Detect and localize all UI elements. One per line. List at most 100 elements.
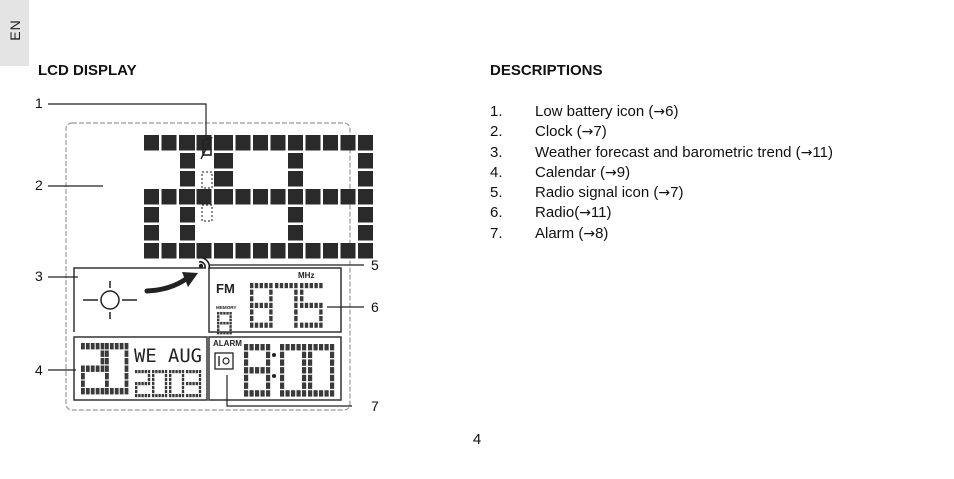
lcd-segment xyxy=(314,302,318,308)
lcd-digit xyxy=(169,370,185,398)
lcd-segment xyxy=(189,382,192,386)
lcd-segment xyxy=(155,394,158,398)
lcd-segment xyxy=(178,370,181,374)
lcd-segment xyxy=(152,390,155,394)
lcd-segment xyxy=(305,243,321,259)
description-number: 4. xyxy=(490,163,503,181)
lcd-segment xyxy=(229,328,232,332)
descriptions-list: 1.Low battery icon (→6)2.Clock (→7)3.Wea… xyxy=(490,102,833,244)
lcd-segment xyxy=(254,283,259,289)
lcd-segment xyxy=(229,321,232,325)
lcd-segment xyxy=(308,344,313,351)
lcd-segment xyxy=(294,316,298,322)
memory-label: MEMORY xyxy=(216,305,237,310)
lcd-segment xyxy=(294,296,298,302)
lcd-segment xyxy=(302,344,307,351)
low-battery-icon xyxy=(200,136,213,160)
lcd-segment xyxy=(264,322,268,328)
lcd-segment xyxy=(223,321,226,325)
lcd-segment xyxy=(109,343,114,350)
lcd-segment xyxy=(300,296,304,302)
lcd-digit xyxy=(280,344,307,397)
lcd-segment xyxy=(180,225,195,241)
lcd-segment xyxy=(85,343,90,350)
page-reference-arrow-icon: → xyxy=(653,104,666,120)
lcd-segment xyxy=(195,394,198,398)
clock-colon-lower xyxy=(201,204,213,222)
lcd-segment xyxy=(269,322,273,328)
lcd-segment xyxy=(192,394,195,398)
alarm-colon-lower xyxy=(272,374,276,378)
lcd-segment xyxy=(284,283,288,289)
lcd-segment xyxy=(319,322,323,328)
lcd-segment xyxy=(144,135,159,151)
lcd-segment xyxy=(124,350,129,357)
lcd-segment xyxy=(218,135,233,151)
lcd-segment xyxy=(288,225,303,241)
lcd-digit xyxy=(81,343,105,395)
lcd-segment xyxy=(144,243,159,259)
lcd-segment xyxy=(280,359,285,366)
lcd-segment xyxy=(323,243,338,259)
lcd-segment xyxy=(186,394,189,398)
lcd-segment xyxy=(196,243,212,259)
lcd-segment xyxy=(195,382,198,386)
lcd-segment xyxy=(229,318,232,322)
lcd-segment xyxy=(105,350,109,357)
lcd-segment xyxy=(294,289,298,295)
page-number: 4 xyxy=(472,431,482,448)
description-page-reference: 7) xyxy=(670,184,684,202)
lcd-segment xyxy=(323,135,338,151)
lcd-segment xyxy=(358,135,373,151)
lcd-segment xyxy=(270,135,286,151)
lcd-digit xyxy=(152,370,168,398)
lcd-segment xyxy=(144,189,159,205)
lcd-segment xyxy=(195,370,198,374)
lcd-segment xyxy=(169,394,172,398)
lcd-segment xyxy=(266,390,271,397)
description-item: 3.Weather forecast and barometric trend … xyxy=(490,143,833,163)
lcd-segment xyxy=(95,343,100,350)
lcd-segment xyxy=(340,189,356,205)
lcd-segment xyxy=(269,309,273,315)
lcd-segment xyxy=(275,283,279,289)
lcd-segment xyxy=(196,189,212,205)
lcd-segment xyxy=(250,296,254,302)
lcd-segment xyxy=(180,171,195,187)
lcd-segment xyxy=(144,382,147,386)
lcd-segment xyxy=(313,390,318,397)
alarm-label: ALARM xyxy=(213,339,242,348)
lcd-segment xyxy=(180,207,195,223)
callout-4: 4 xyxy=(35,362,43,378)
page-reference-arrow-icon: → xyxy=(658,185,671,202)
lcd-segment xyxy=(90,388,95,395)
description-number: 6. xyxy=(490,204,503,222)
lcd-segment xyxy=(119,343,124,350)
lcd-segment xyxy=(279,283,284,289)
lcd-segment xyxy=(164,382,168,386)
lcd-segment xyxy=(254,322,259,328)
lcd-segment xyxy=(302,390,307,397)
lcd-segment xyxy=(217,318,220,322)
lcd-segment xyxy=(152,370,155,374)
lcd-segment xyxy=(285,390,290,397)
lcd-segment xyxy=(304,322,309,328)
lcd-segment xyxy=(124,380,129,387)
clock-colon-upper xyxy=(201,171,213,189)
lcd-segment xyxy=(302,351,307,359)
lcd-digit xyxy=(217,312,232,335)
lcd-segment xyxy=(105,380,109,387)
lcd-segment xyxy=(250,283,254,289)
lcd-segment xyxy=(302,382,307,389)
description-number: 3. xyxy=(490,143,503,161)
lcd-segment xyxy=(249,344,254,351)
description-page-reference: 11) xyxy=(590,204,612,222)
lcd-segment xyxy=(169,386,172,390)
callout-1: 1 xyxy=(35,95,43,111)
lcd-segment xyxy=(198,370,202,374)
lcd-segment xyxy=(138,394,141,398)
lcd-segment xyxy=(175,394,178,398)
lcd-segment xyxy=(124,388,129,395)
lcd-segment xyxy=(288,207,303,223)
